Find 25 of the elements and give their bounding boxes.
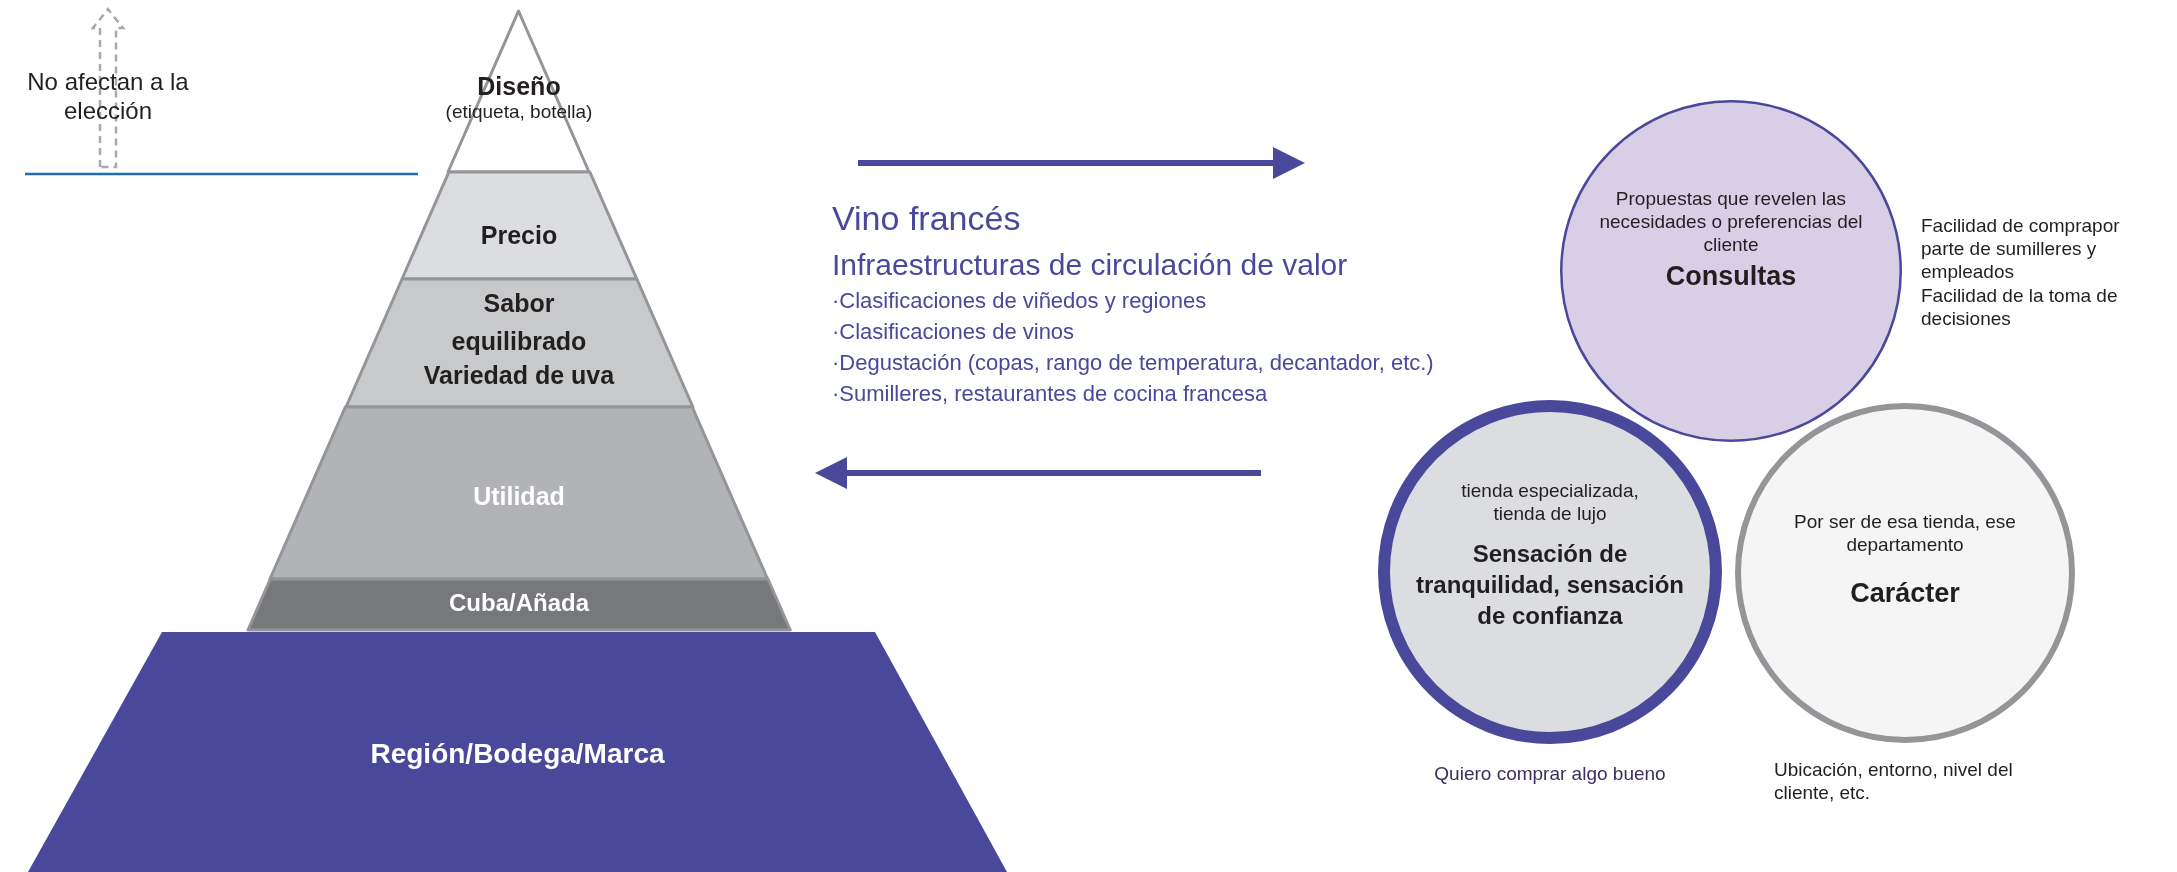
heading-text: (etiqueta, botella) [445, 101, 593, 124]
side-note: Ubicación, entorno, nivel del cliente, etc. [1774, 758, 2014, 805]
bullet-item: ·Sumilleres, restaurantes de cocina francesa [832, 381, 1269, 408]
bullet-item: ·Clasificaciones de viñedos y regiones [832, 288, 1208, 315]
side-note: Facilidad de la toma de decisiones [1921, 283, 2119, 330]
tier-label: Precio [480, 220, 558, 250]
subtext: Propuestas que revelen las necesidades o preferencias del cliente [1598, 188, 1864, 257]
heading-text: Carácter [1850, 576, 1960, 609]
subtext: Por ser de esa tienda, ese departamento [1793, 511, 2017, 557]
heading-text: Consultas [1665, 260, 1797, 293]
tier-label: Región/Bodega/Marca [370, 737, 665, 771]
subtext: Diseño [477, 71, 561, 101]
side-note: Facilidad de comprapor parte de sumilleres y empleados [1921, 214, 2121, 284]
bullet-item: ·Degustación (copas, rango de temperatura, decantador, etc.) [832, 350, 1435, 377]
tier-label: Cuba/Añada [449, 589, 589, 618]
section-heading: Vino francés [832, 198, 1022, 239]
subtext: tienda especializada, tienda de lujo [1460, 480, 1640, 526]
bullet-item: ·Clasificaciones de vinos [832, 319, 1076, 346]
note-text: No afectan a la elección [26, 68, 190, 126]
subtext: Sabor equilibrado [450, 288, 588, 357]
heading-text: Variedad de uva [423, 360, 615, 390]
side-note: Quiero comprar algo bueno [1433, 762, 1667, 786]
section-subheading: Infraestructuras de circulación de valor [832, 247, 1349, 283]
heading-text: Sensación de tranquilidad, sensación de confianza [1414, 538, 1686, 631]
tier-label: Utilidad [473, 481, 565, 511]
